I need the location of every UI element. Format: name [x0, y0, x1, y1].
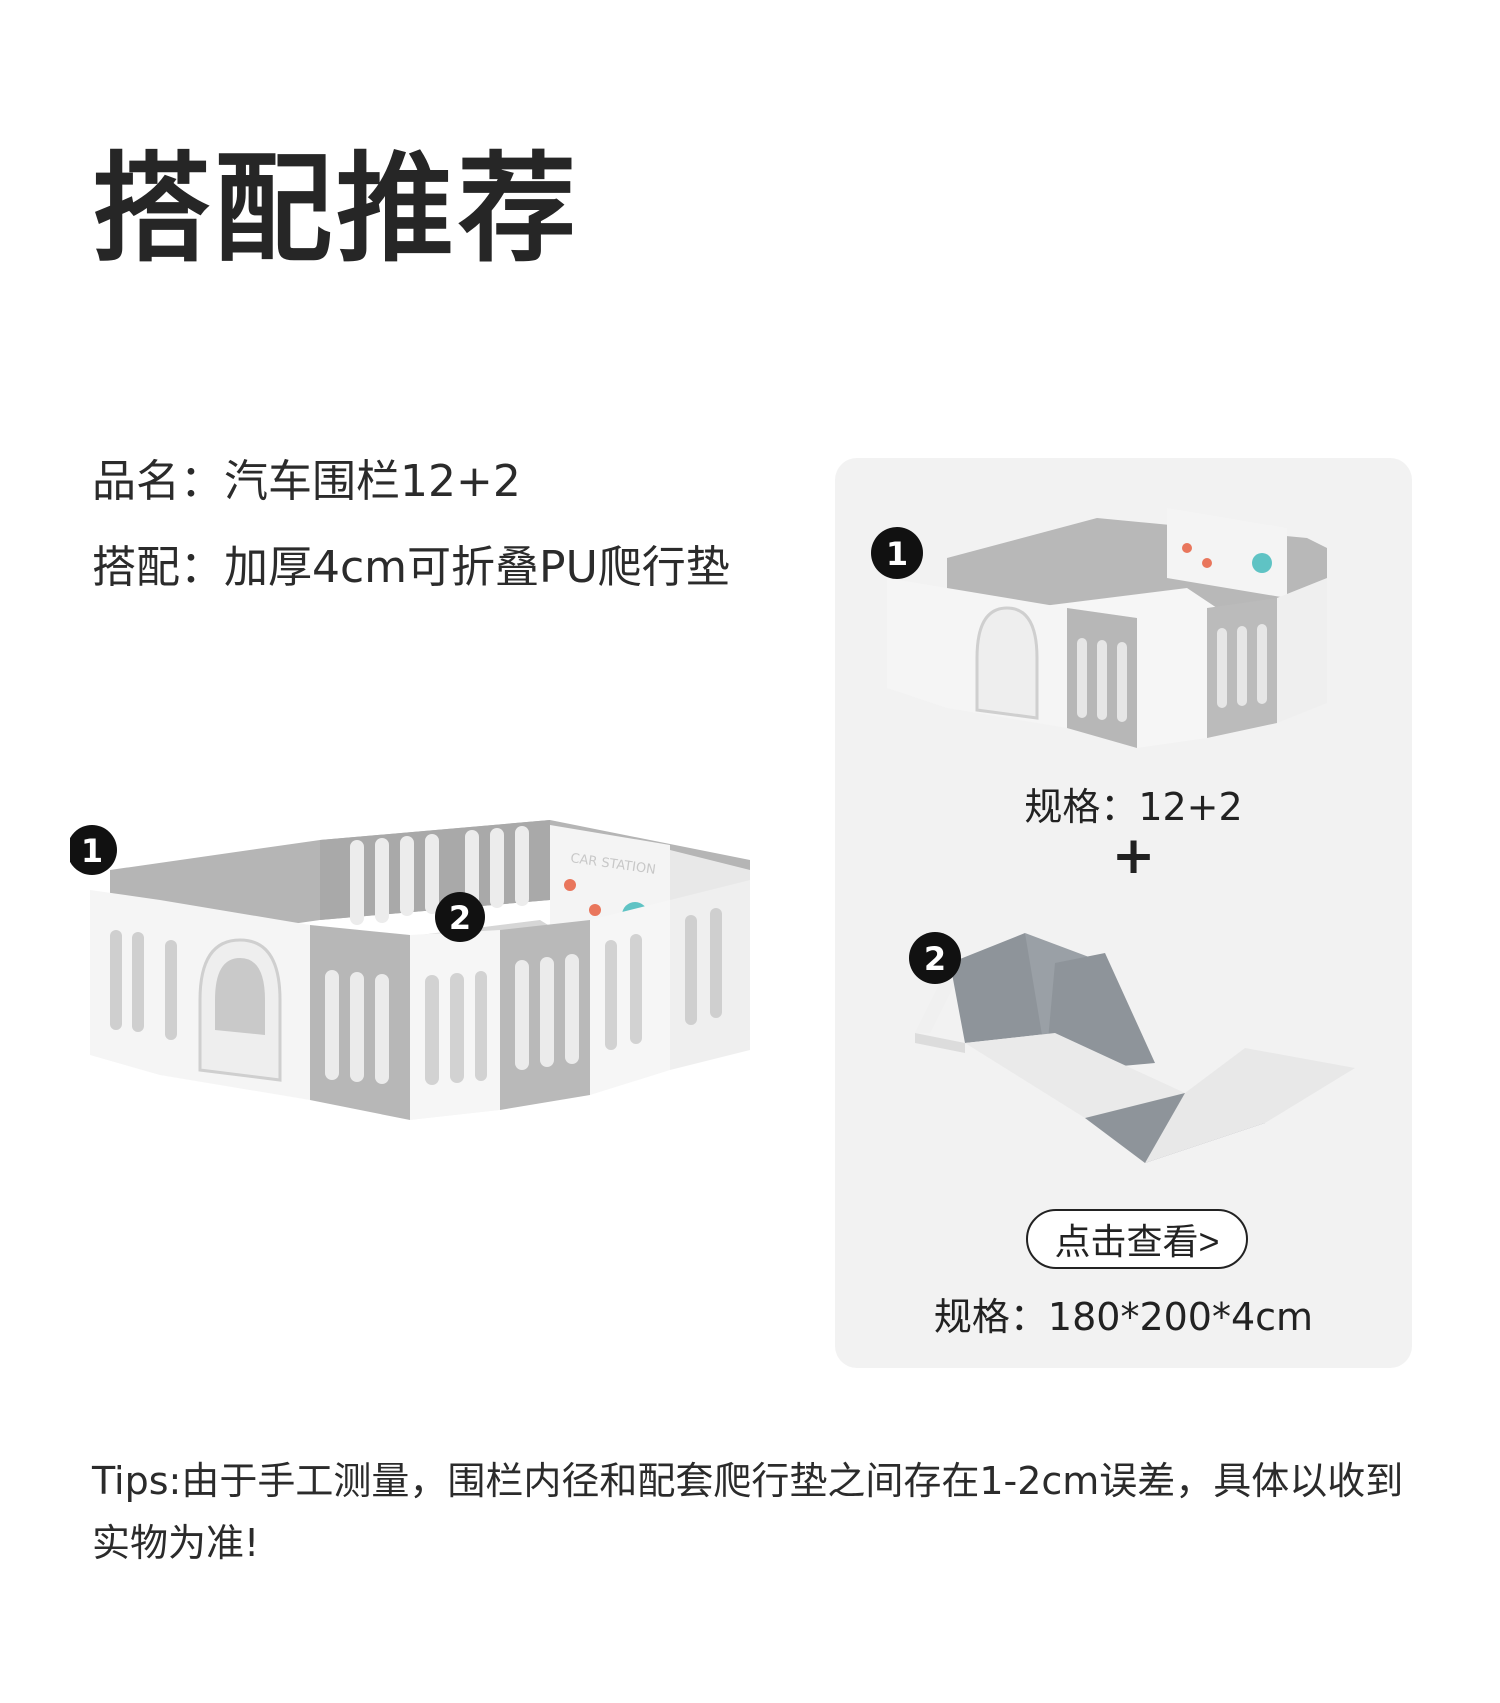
- product-name-line: 品名：汽车围栏12+2: [92, 456, 521, 507]
- fence-spec: 规格：12+2: [1024, 785, 1243, 829]
- mat-spec: 规格：180*200*4cm: [933, 1295, 1314, 1339]
- orange-knob-icon: [564, 879, 576, 891]
- product-combo-line: 搭配：加厚4cm可折叠PU爬行垫: [92, 542, 730, 593]
- page-title: 搭配推荐: [92, 140, 581, 278]
- svg-text:1: 1: [81, 832, 103, 870]
- tips-text: Tips:由于手工测量，围栏内径和配套爬行垫之间存在1-2cm误差，具体以收到实…: [92, 1459, 1404, 1565]
- badge-2-icon: 2: [435, 892, 485, 942]
- playpen-with-mat-image: CAR STATION 1: [70, 820, 750, 1120]
- view-details-button[interactable]: 点击查看>: [1026, 1209, 1248, 1269]
- badge-1-icon: 1: [70, 825, 117, 875]
- plus-sign: +: [1111, 826, 1156, 886]
- folding-mat-image: 2: [909, 932, 1355, 1163]
- card-badge-1-icon: 1: [871, 527, 923, 579]
- orange-knob-icon-2: [589, 904, 601, 916]
- svg-text:1: 1: [886, 535, 908, 573]
- teal-dial-icon-small: [1252, 553, 1272, 573]
- svg-text:2: 2: [924, 940, 946, 978]
- fence-thumbnail-image: 1: [871, 508, 1327, 748]
- card-badge-2-icon: 2: [909, 932, 961, 984]
- combo-card: 1 规格：12+2 + 2 点击查看> 规格：180*200*4cm: [835, 458, 1412, 1368]
- svg-text:2: 2: [449, 899, 471, 937]
